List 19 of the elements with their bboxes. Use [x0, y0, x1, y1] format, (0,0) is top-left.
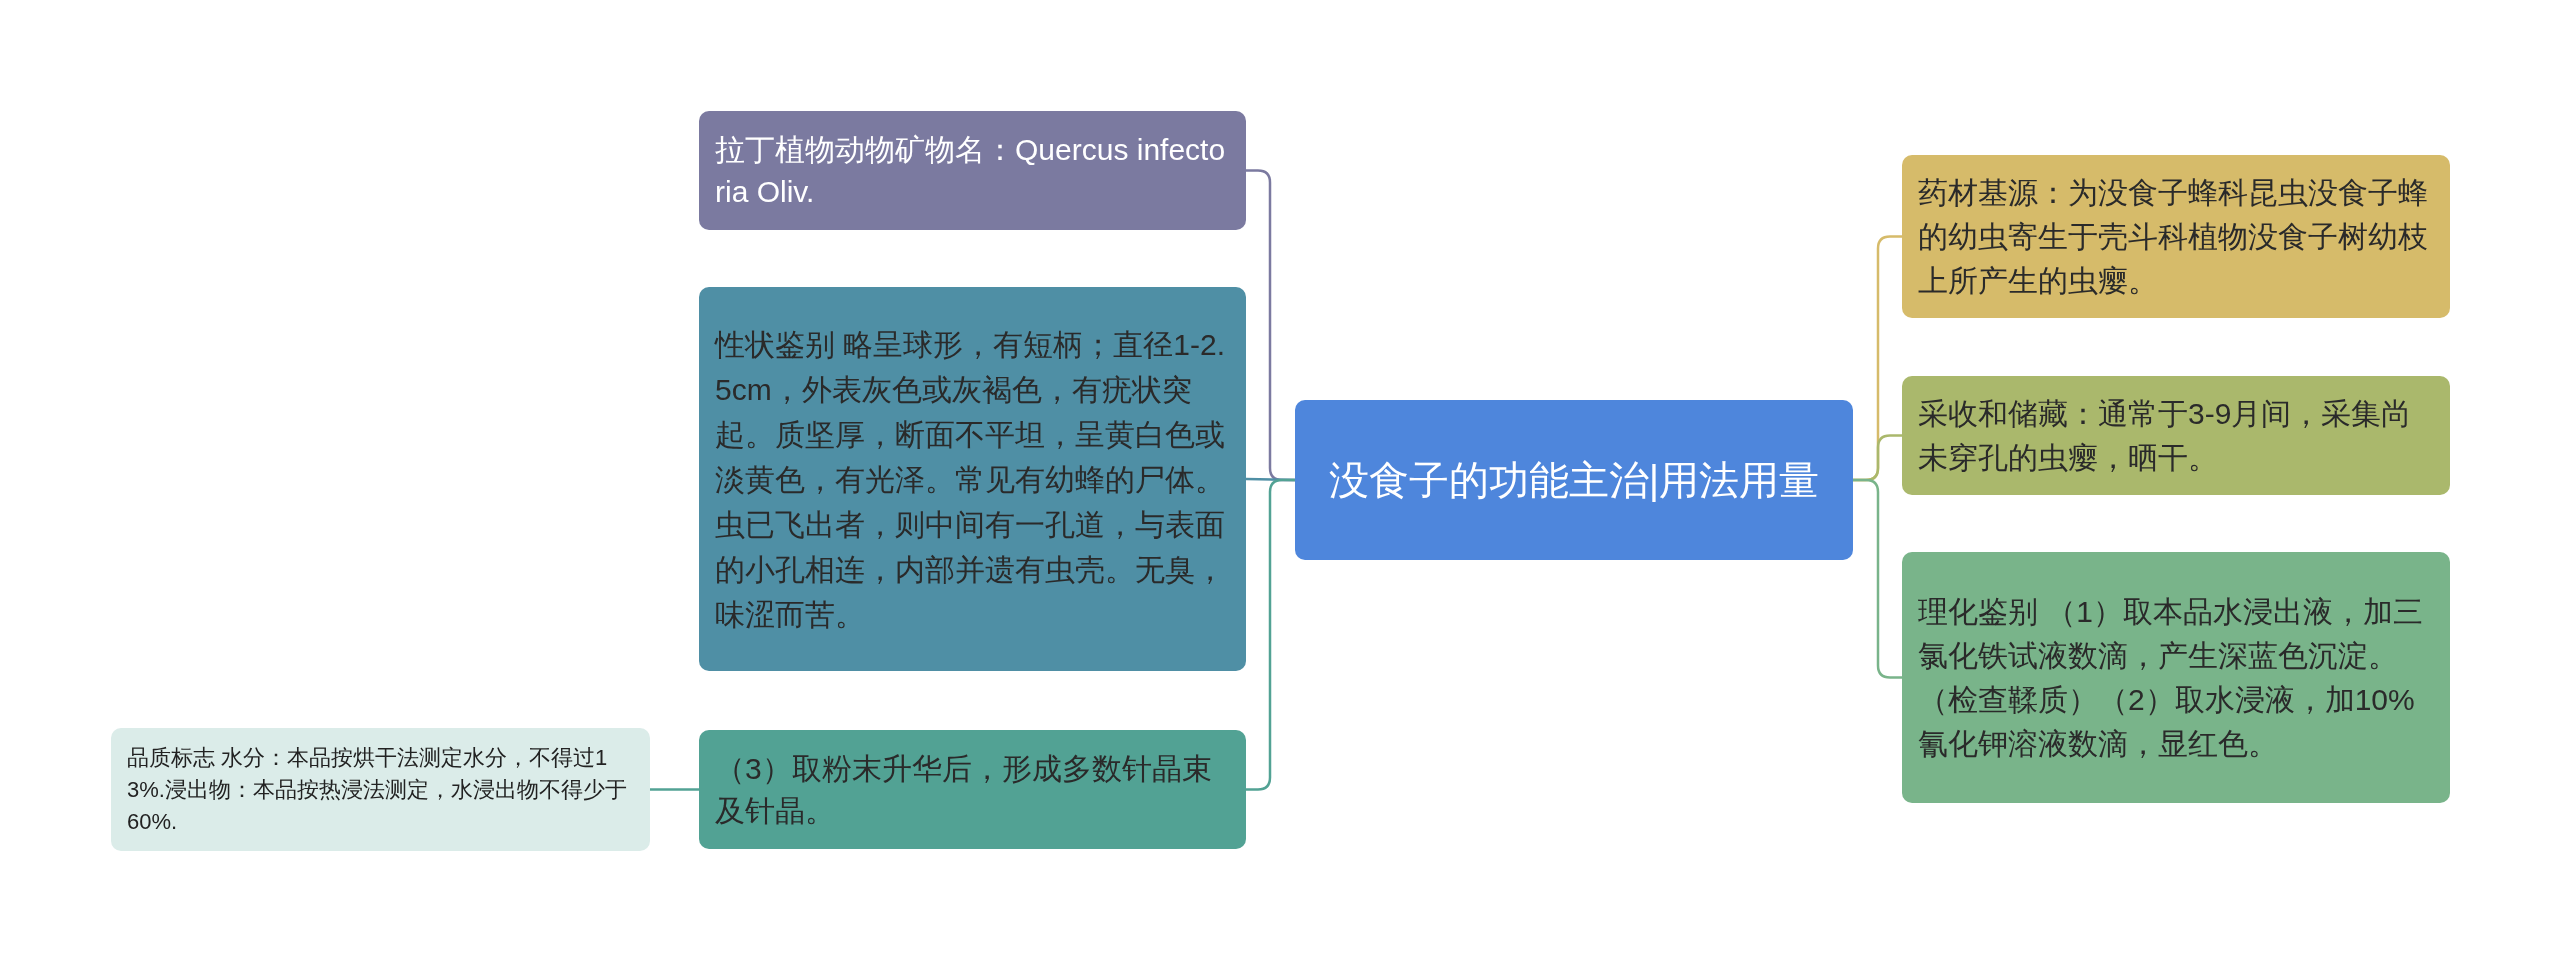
connector-line: [650, 788, 699, 791]
topic-box: [699, 730, 1246, 849]
node-text: 没食子的功能主治|用法用量: [1327, 457, 1821, 504]
subtopic-box: [111, 728, 650, 851]
topic-box: [699, 287, 1246, 671]
node-text: 性状鉴别 略呈球形，有短柄；直径1-2.5cm，外表灰色或灰褐色，有疣状突起。质坚厚，断面不平坦，呈黄白色或淡黄色，有光泽。常见有幼蜂的尸体。虫已飞出者，则中间有一孔道，与表面的小孔相连，内部并遗有虫壳。无臭，味涩而苦。: [715, 326, 1227, 633]
node-text: 品质标志 水分：本品按烘干法测定水分，不得过13%.浸出物：本品按热浸法测定，水浸出物不得少于60%.: [127, 743, 628, 836]
topic-box: [1902, 552, 2450, 803]
topic-box: [1902, 376, 2450, 495]
topic-box: [1902, 155, 2450, 318]
node-text: 采收和储藏：通常于3-9月间，采集尚未穿孔的虫瘿，晒干。: [1918, 395, 2413, 476]
central-topic-box: [1295, 400, 1853, 560]
topic-box: [699, 111, 1246, 230]
node-text: 药材基源：为没食子蜂科昆虫没食子蜂的幼虫寄生于壳斗科植物没食子树幼枝上所产生的虫瘿。: [1918, 174, 2429, 299]
node-text: 理化鉴别 （1）取本品水浸出液，加三氯化铁试液数滴，产生深蓝色沉淀。（检查鞣质）（2）取水浸液，加10%氰化钾溶液数滴，显红色。: [1918, 593, 2425, 762]
connector-line: [1246, 478, 1295, 791]
node-text: 拉丁植物动物矿物名：Quercus infectoria Oliv.: [715, 131, 1227, 210]
node-text: （3）取粉末升华后，形成多数针晶束及针晶。: [715, 750, 1213, 829]
connector-line: [1853, 478, 1902, 679]
